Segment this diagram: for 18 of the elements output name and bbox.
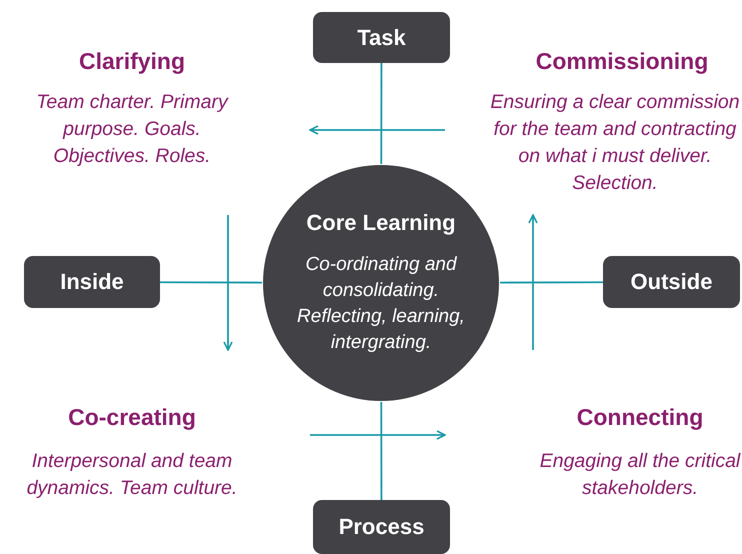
circle-text: Co-ordinating and consolidating. Reflecting, learning, intergrating. — [296, 253, 466, 355]
quadrant-heading: Clarifying — [78, 48, 186, 75]
quadrant-text: Team charter. Primary purpose. Goals. Objectives. Roles. — [35, 90, 230, 169]
inside-box: Inside — [24, 256, 160, 308]
connector-line — [380, 63, 382, 164]
quadrant-heading: Commissioning — [534, 48, 710, 75]
quadrant-heading: Connecting — [576, 404, 704, 431]
quadrant-text: Ensuring a clear commission for the team and contracting on what i must deliver. Selection. — [489, 90, 741, 196]
circle-title: Core Learning — [305, 210, 457, 236]
connector-line — [160, 281, 262, 284]
outside-box: Outside — [603, 256, 740, 308]
connector-line — [380, 402, 382, 500]
quadrant-text: Engaging all the critical stakeholders. — [538, 449, 742, 501]
task-box: Task — [313, 12, 450, 63]
quadrant-heading: Co-creating — [67, 404, 197, 431]
connector-line — [500, 281, 603, 284]
quadrant-text: Interpersonal and team dynamics. Team culture. — [26, 449, 238, 501]
process-box: Process — [313, 500, 450, 554]
